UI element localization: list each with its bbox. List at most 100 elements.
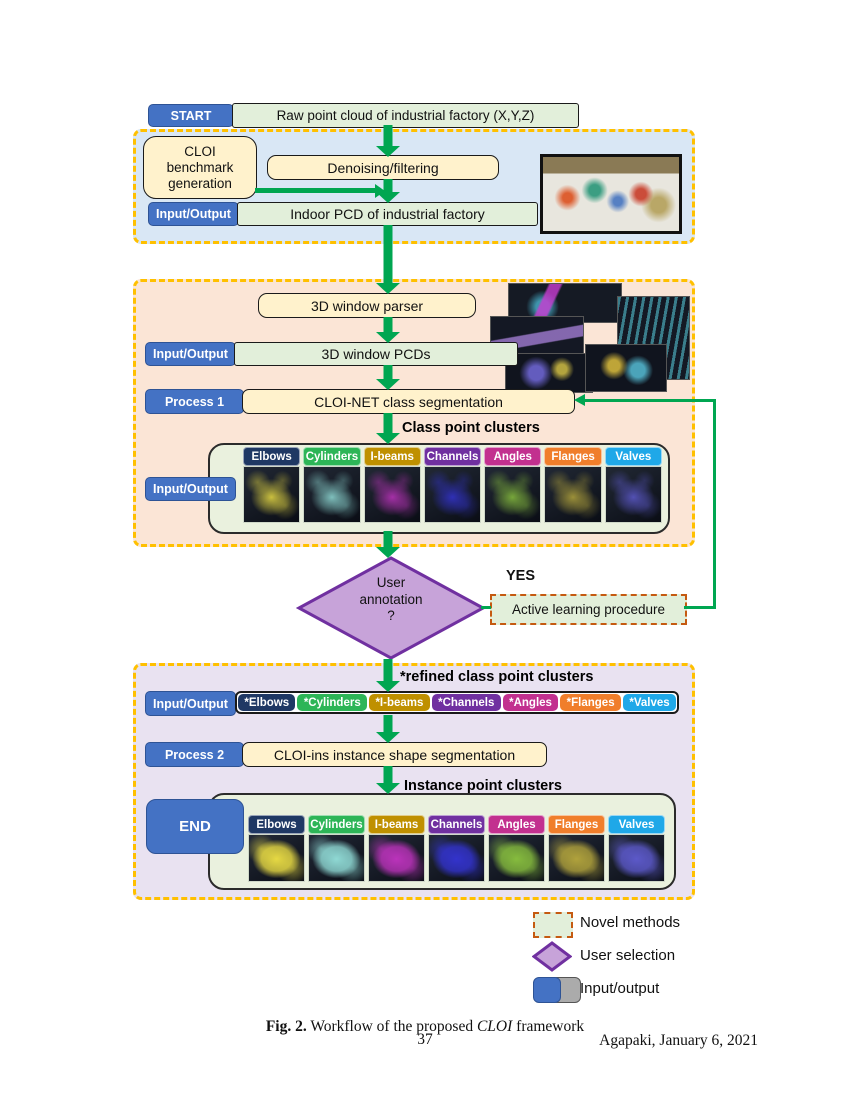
instance-pcd-image <box>608 834 665 882</box>
instance-class-label: Elbows <box>248 815 305 834</box>
caption-tail: framework <box>516 1018 585 1035</box>
arrow-refined-to-process2 <box>376 715 400 742</box>
class-label: Channels <box>423 447 482 466</box>
class-pcd-image <box>604 466 662 523</box>
io-label-1: Input/Output <box>148 202 239 226</box>
class-label: Flanges <box>544 447 602 466</box>
process1-label: Process 1 <box>145 389 244 414</box>
legend-diamond-swatch <box>532 941 572 972</box>
class-labels-row: Elbows Cylinders I-beams Channels Angles… <box>243 447 662 466</box>
diamond-line2: annotation <box>359 591 423 607</box>
end-node: END <box>146 799 244 854</box>
legend-user-label: User selection <box>580 947 676 964</box>
instance-pcd-image <box>308 834 365 882</box>
diamond-text: User annotation ? <box>296 575 486 625</box>
start-node: START <box>148 104 234 127</box>
window-pcds-node: 3D window PCDs <box>234 342 518 366</box>
instance-class-label: Cylinders <box>308 815 365 834</box>
raw-point-cloud-node: Raw point cloud of industrial factory (X… <box>232 103 579 128</box>
figure-caption: Fig. 2. Workflow of the proposed CLOI fr… <box>0 1018 850 1036</box>
instance-class-label: Valves <box>608 815 665 834</box>
refined-class-label: *Channels <box>431 694 501 711</box>
feedback-vertical-line <box>713 399 716 609</box>
refined-class-label: *Angles <box>502 694 559 711</box>
cloi-benchmark-node: CLOI benchmark generation <box>143 136 257 199</box>
denoising-node: Denoising/filtering <box>267 155 499 180</box>
refined-class-label: *Valves <box>622 694 677 711</box>
yes-label: YES <box>506 568 536 584</box>
instance-class-label: Channels <box>428 815 485 834</box>
refined-class-label: *Cylinders <box>297 694 368 711</box>
window-pcd-image-1 <box>508 283 622 323</box>
cloinet-node: CLOI-NET class segmentation <box>242 389 575 414</box>
class-pcd-image <box>303 466 361 523</box>
diamond-line1: User <box>376 575 406 590</box>
refined-class-label: *Flanges <box>560 694 621 711</box>
instance-pcd-image <box>488 834 545 882</box>
class-label: I-beams <box>363 447 421 466</box>
class-label: Elbows <box>243 447 301 466</box>
instance-pcd-image <box>368 834 425 882</box>
refined-class-label: *I-beams <box>369 694 430 711</box>
caption-fig-label: Fig. 2. <box>265 1018 307 1035</box>
legend-io-blue-swatch <box>533 977 561 1003</box>
window-parser-node: 3D window parser <box>258 293 476 318</box>
instance-pcd-image <box>548 834 605 882</box>
benchmark-line2: benchmark <box>166 159 234 175</box>
window-pcd-image-5 <box>585 344 667 392</box>
instance-clusters-title: Instance point clusters <box>404 778 562 794</box>
legend-novel-swatch <box>533 912 573 938</box>
arrow-parser-to-pcds <box>376 317 400 342</box>
feedback-top-line <box>584 399 716 402</box>
diamond-line3: ? <box>387 608 395 623</box>
factory-pcd-image <box>540 154 682 234</box>
class-pcd-image <box>243 466 301 523</box>
caption-italic: CLOI <box>476 1018 513 1035</box>
benchmark-line3: generation <box>168 175 232 191</box>
class-pcd-image <box>423 466 482 523</box>
class-label: Angles <box>484 447 542 466</box>
feedback-arrowhead <box>574 394 585 406</box>
legend-novel-label: Novel methods <box>580 914 681 931</box>
class-pcd-image <box>363 466 421 523</box>
instance-labels-row: Elbows Cylinders I-beams Channels Angles… <box>248 815 665 834</box>
caption-text: Workflow of the proposed <box>310 1018 474 1035</box>
active-learning-node: Active learning procedure <box>490 594 687 625</box>
diamond-to-active-line <box>481 606 491 609</box>
refined-class-label: *Elbows <box>238 694 296 711</box>
legend-io-label: Input/output <box>580 980 660 997</box>
instance-class-label: Flanges <box>548 815 605 834</box>
footer-author-date: Agapaki, January 6, 2021 <box>599 1032 758 1049</box>
class-label: Valves <box>604 447 662 466</box>
arrow-process1-to-clusters <box>376 413 400 443</box>
feedback-bottom-line <box>684 606 716 609</box>
arrow-benchmark-to-flow <box>255 188 376 193</box>
io-label-2: Input/Output <box>145 342 236 366</box>
refined-classes-strip: *Elbows *Cylinders *I-beams *Channels *A… <box>235 691 679 714</box>
arrow-diamond-to-refined <box>376 659 400 691</box>
instance-class-label: Angles <box>488 815 545 834</box>
io-label-4: Input/Output <box>145 691 236 716</box>
indoor-pcd-node: Indoor PCD of industrial factory <box>237 202 538 226</box>
user-annotation-diamond <box>296 556 486 660</box>
benchmark-line1: CLOI <box>184 143 216 159</box>
arrow-pcds-to-process1 <box>376 365 400 389</box>
class-pcd-image <box>484 466 542 523</box>
class-label: Cylinders <box>303 447 361 466</box>
class-images-row <box>243 466 662 523</box>
class-pcd-image <box>544 466 602 523</box>
arrow-clusters-to-diamond <box>376 531 400 557</box>
cloins-node: CLOI-ins instance shape segmentation <box>242 742 547 767</box>
class-clusters-title: Class point clusters <box>402 420 540 436</box>
arrow-indoor-to-parser <box>376 225 400 293</box>
instance-class-label: I-beams <box>368 815 425 834</box>
io-label-3: Input/Output <box>145 477 236 501</box>
refined-clusters-title: *refined class point clusters <box>400 669 594 685</box>
instance-images-row <box>248 834 665 882</box>
window-pcd-image-4 <box>505 353 593 393</box>
process2-label: Process 2 <box>145 742 244 767</box>
page-number: 37 <box>417 1031 433 1048</box>
arrow-raw-to-denoising <box>376 125 400 156</box>
instance-pcd-image <box>248 834 305 882</box>
